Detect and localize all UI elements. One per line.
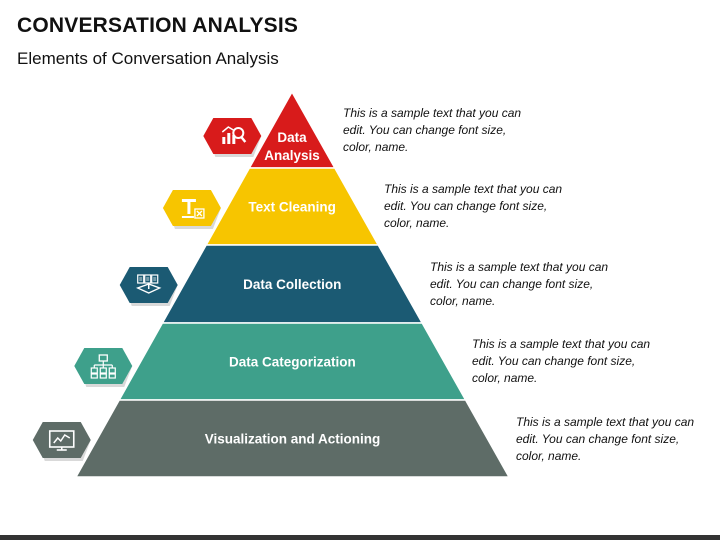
level-5-label: Visualization and Actioning xyxy=(205,432,381,447)
level-5-tag xyxy=(32,422,91,461)
level-1-label: Analysis xyxy=(264,148,320,163)
bottom-bar xyxy=(0,535,720,540)
level-4-description: This is a sample text that you can edit.… xyxy=(472,337,651,385)
documents-collection-icon xyxy=(136,274,162,294)
level-2-tag xyxy=(162,190,221,229)
level-2-description: This is a sample text that you can edit.… xyxy=(384,182,563,230)
page-subtitle: Elements of Conversation Analysis xyxy=(17,49,279,68)
page-title: CONVERSATION ANALYSIS xyxy=(17,14,299,37)
hierarchy-icon xyxy=(90,354,116,379)
level-3-description: This is a sample text that you can edit.… xyxy=(430,260,609,308)
level-4-tag xyxy=(74,348,133,387)
level-3-tag xyxy=(119,267,178,306)
pyramid-level-5 xyxy=(74,399,511,478)
level-1-description: This is a sample text that you can edit.… xyxy=(343,106,522,154)
level-2-label: Text Cleaning xyxy=(248,200,336,215)
level-4-label: Data Categorization xyxy=(229,355,356,370)
level-5-description: This is a sample text that you can edit.… xyxy=(516,415,695,463)
level-3-label: Data Collection xyxy=(243,277,341,292)
analysis-chart-icon xyxy=(221,126,247,144)
level-1-label: Data xyxy=(277,130,307,145)
level-1-tag xyxy=(203,118,262,157)
clear-format-icon xyxy=(181,199,205,219)
monitor-chart-icon xyxy=(48,430,75,451)
